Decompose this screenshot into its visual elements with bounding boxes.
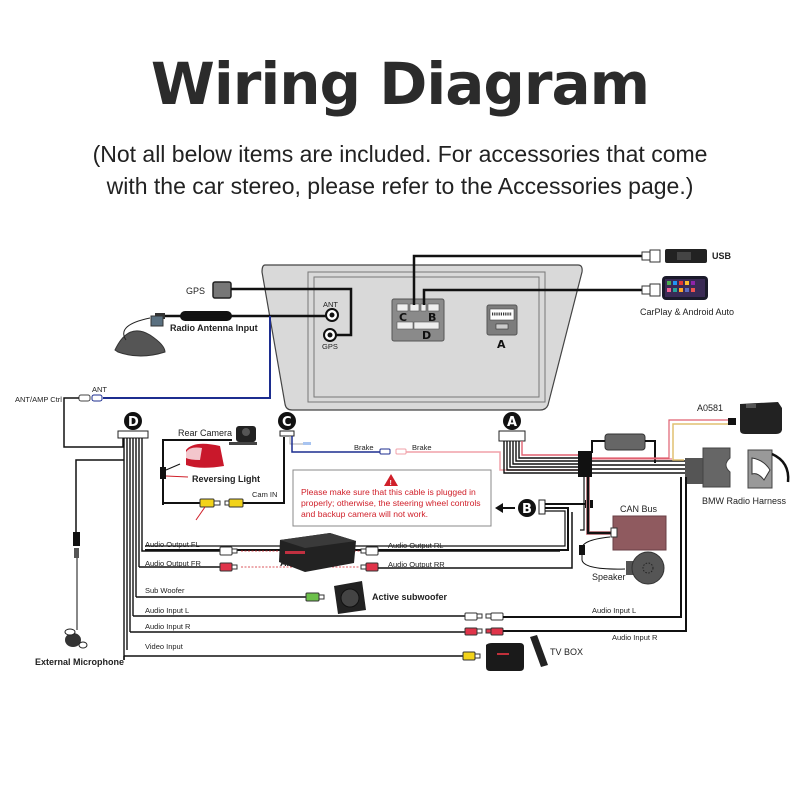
audio-input-r-left-label: Audio Input R bbox=[145, 622, 191, 631]
brake-right-label: Brake bbox=[412, 443, 432, 452]
main-harness bbox=[503, 441, 580, 474]
ant-amp-ctrl-label: ANT/AMP Ctrl bbox=[15, 395, 62, 404]
ant-wire bbox=[103, 316, 271, 399]
usb-label: USB bbox=[712, 251, 732, 261]
bmw-harness-connector bbox=[702, 447, 731, 488]
can-bus-module bbox=[612, 515, 667, 551]
reversing-light-label: Reversing Light bbox=[192, 474, 260, 484]
connector-c[interactable]: C Brake bbox=[278, 412, 391, 455]
audio-output-fl-label: Audio Output FL bbox=[145, 540, 200, 549]
warning-line-2: properly; otherwise, the steering wheel … bbox=[301, 498, 481, 508]
tail-light-icon bbox=[186, 443, 224, 468]
rear-camera-icon bbox=[229, 426, 257, 445]
cam-in-label: Cam IN bbox=[252, 490, 277, 499]
a0581-label: A0581 bbox=[697, 403, 723, 413]
audio-input-l-left-label: Audio Input L bbox=[145, 606, 189, 615]
port-d-label: D bbox=[422, 329, 431, 342]
a0581-module-icon bbox=[740, 402, 782, 434]
sub-woofer-label: Sub Woofer bbox=[145, 586, 185, 595]
connector-c-badge: C bbox=[282, 415, 292, 430]
video-input-label: Video Input bbox=[145, 642, 184, 651]
audio-output-fr-label: Audio Output FR bbox=[145, 559, 201, 568]
warning-line-1: Please make sure that this cable is plug… bbox=[301, 487, 476, 497]
audio-output-lines: Audio Output FL Audio Output FR Audio Ou… bbox=[139, 512, 573, 572]
gps-label: GPS bbox=[186, 286, 205, 296]
port-b-label: B bbox=[428, 311, 436, 324]
tv-box-label: TV BOX bbox=[550, 647, 583, 657]
subwoofer-icon bbox=[334, 581, 366, 614]
filter-module-icon bbox=[604, 433, 646, 451]
ant-port-label: ANT bbox=[323, 300, 338, 309]
carplay-cable: CarPlay & Android Auto bbox=[422, 276, 734, 317]
subtitle-line-1: (Not all below items are included. For a… bbox=[92, 141, 708, 167]
gps-module-icon bbox=[212, 281, 232, 299]
harness-plug bbox=[685, 458, 705, 484]
warning-line-3: and backup camera will not work. bbox=[301, 509, 428, 519]
shark-fin-antenna-icon bbox=[114, 315, 166, 357]
subtitle-line-2: with the car stereo, please refer to the… bbox=[106, 173, 694, 199]
connector-d[interactable]: D bbox=[117, 412, 149, 660]
connector-a-badge: A bbox=[507, 415, 517, 430]
amp-label: AMP bbox=[280, 558, 300, 568]
gps-port-label: GPS bbox=[322, 342, 338, 351]
radio-antenna-label: Radio Antenna Input bbox=[170, 323, 258, 333]
active-subwoofer-label: Active subwoofer bbox=[372, 592, 448, 602]
amp-icon bbox=[279, 533, 356, 572]
brake-left-label: Brake bbox=[354, 443, 374, 452]
speaker-icon bbox=[626, 551, 665, 585]
ant-connector bbox=[91, 394, 103, 402]
audio-input-r-right-label: Audio Input R bbox=[612, 633, 658, 642]
speaker-label: Speaker bbox=[592, 572, 626, 582]
page-subtitle: (Not all below items are included. For a… bbox=[0, 138, 800, 202]
page-title: Wiring Diagram bbox=[150, 50, 650, 118]
phone-icon bbox=[662, 276, 708, 300]
connector-b[interactable]: B bbox=[518, 499, 593, 517]
microphone-icon bbox=[64, 628, 88, 649]
connector-d-badge: D bbox=[128, 415, 139, 430]
warning-box: ! Please make sure that this cable is pl… bbox=[292, 469, 492, 527]
connector-a[interactable]: A bbox=[498, 412, 526, 442]
mic-jack-icon bbox=[73, 532, 80, 546]
bmw-harness-icon bbox=[747, 449, 790, 489]
audio-output-rl-label: Audio Output RL bbox=[388, 541, 443, 550]
carplay-label: CarPlay & Android Auto bbox=[640, 307, 734, 317]
port-a-label: A bbox=[497, 338, 506, 351]
radio-antenna: Radio Antenna Input bbox=[114, 311, 326, 357]
bmw-radio-harness-label: BMW Radio Harness bbox=[702, 496, 787, 506]
head-unit: ANT GPS C B D A bbox=[261, 264, 583, 411]
port-c-label: C bbox=[399, 311, 407, 324]
external-microphone-label: External Microphone bbox=[35, 657, 124, 667]
can-bus-label: CAN Bus bbox=[620, 504, 658, 514]
usb-cable: USB bbox=[412, 249, 732, 305]
rear-camera-group: Rear Camera Reversing Light Cam IN bbox=[160, 426, 285, 521]
connector-b-badge: B bbox=[522, 502, 532, 517]
audio-input-l-right-label: Audio Input L bbox=[592, 606, 636, 615]
svg-text:!: ! bbox=[390, 480, 392, 487]
ant-label: ANT bbox=[92, 385, 107, 394]
rear-camera-label: Rear Camera bbox=[178, 428, 232, 438]
gps-antenna: GPS bbox=[186, 281, 353, 337]
warning-triangle-icon bbox=[384, 474, 398, 486]
tv-box-icon bbox=[486, 635, 548, 671]
audio-output-rr-label: Audio Output RR bbox=[388, 560, 445, 569]
harness-junction bbox=[578, 451, 592, 477]
